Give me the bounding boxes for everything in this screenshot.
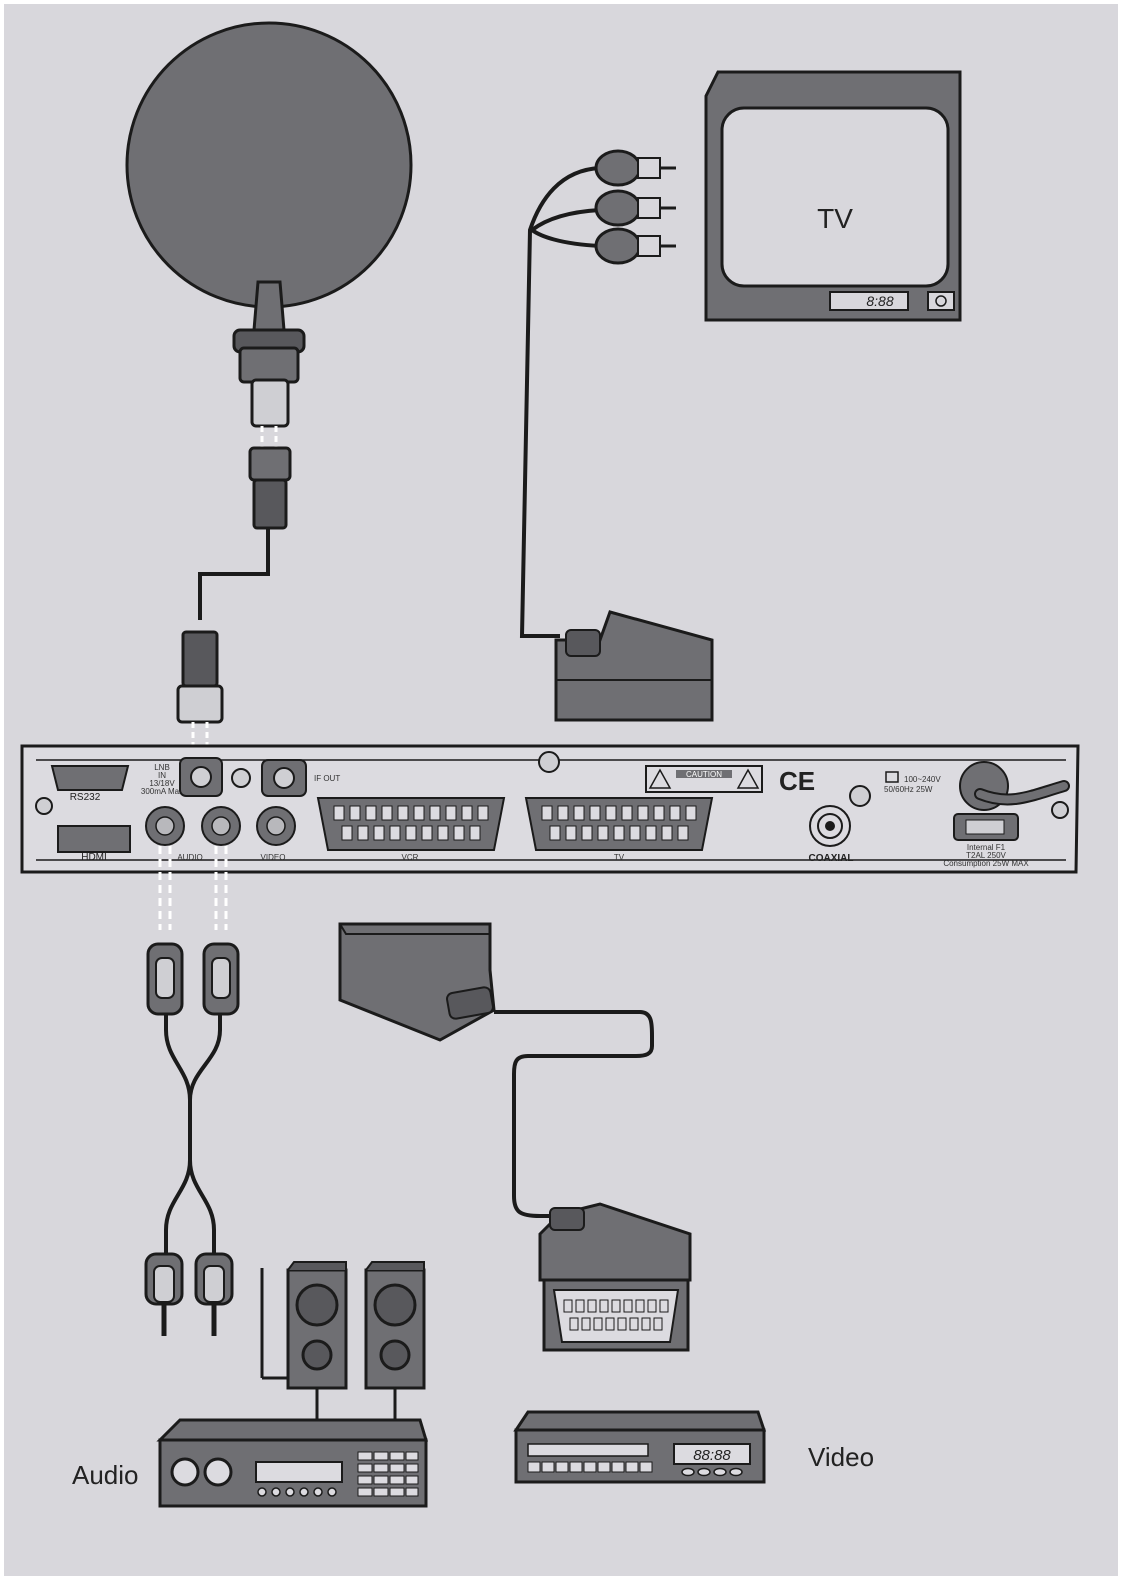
tv-port-label: TV [614,853,625,862]
screw-icon [1051,801,1069,819]
rca-cable-tv [519,149,676,638]
receiver-back-panel: RS232 HDMI LNB IN 13/18V 300mA Max IF OU… [20,744,1080,874]
screw-icon [35,797,53,815]
speakers [260,1261,426,1420]
ce-mark: CE [779,766,815,796]
vcr-port-label: VCR [402,853,419,862]
vcr-display-text: 88:88 [693,1447,731,1464]
vcr: 88:88 [513,1410,767,1484]
scart-tv-port [524,797,714,851]
audio-label: Audio [72,1460,139,1490]
scart-cable-vcr [338,922,692,1352]
caution-text: CAUTION [686,770,722,779]
power-rating-1: 100~240V [904,775,941,784]
coaxial-label: COAXIAL [809,853,854,864]
screw-icon [849,785,871,807]
screw-icon [538,751,560,773]
rs232-port [50,765,130,791]
tv-power-icon [927,291,955,311]
power-rating-2: 50/60Hz 25W [884,785,933,794]
lnb-label-2: IN [158,771,166,780]
hdmi-port [57,825,131,853]
lnb-label-3: 13/18V [149,779,175,788]
satellite-dish [125,21,413,448]
vcr-display [673,1443,751,1465]
double-insulation-icon [885,771,899,783]
video-jack-label: VIDEO [261,853,286,862]
tv-display [829,291,909,311]
scart-tv-pins [541,805,697,841]
lnb-cable-connector [176,446,292,760]
fuse-label-2: T2AL 250V [966,851,1006,860]
scart-vcr-port [316,797,506,851]
fuse-label-1: Internal F1 [967,843,1006,852]
lnb-label-4: 300mA Max [141,787,183,796]
scart-plug-tv [554,610,714,722]
audio-rca-cable [144,846,240,1336]
fuse-label-3: Consumption 25W MAX [943,859,1029,868]
rs232-label: RS232 [70,792,101,803]
warning-icon [736,768,760,789]
television: TV 8:88 [704,70,962,322]
video-label: Video [808,1442,874,1472]
audio-amplifier [156,1418,429,1508]
scart-vcr-pins [333,805,489,841]
if-out-label: IF OUT [314,774,340,783]
hdmi-label: HDMI [81,852,107,863]
tv-label: TV [817,203,853,234]
lnb-label-1: LNB [154,763,170,772]
audio-jack-label: AUDIO [177,853,202,862]
tv-display-text: 8:88 [866,293,893,309]
screw-icon [231,768,251,788]
warning-icon [648,768,672,789]
